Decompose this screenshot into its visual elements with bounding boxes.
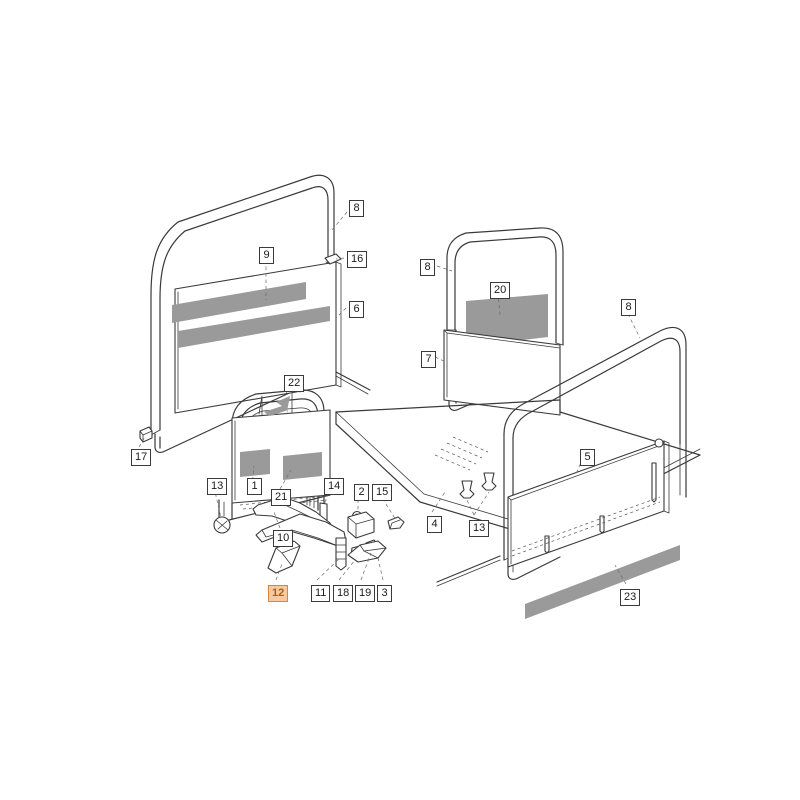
clip-16 bbox=[324, 253, 342, 265]
callout-22[interactable]: 22 bbox=[284, 375, 305, 392]
assembly-arrow-22 bbox=[264, 396, 290, 416]
callout-13[interactable]: 13 bbox=[207, 478, 228, 495]
callout-9[interactable]: 9 bbox=[259, 247, 274, 264]
decal-9 bbox=[172, 282, 306, 323]
decal-23 bbox=[525, 545, 680, 619]
callout-11[interactable]: 11 bbox=[311, 585, 331, 602]
callout-8[interactable]: 8 bbox=[621, 299, 636, 316]
rail-side-right bbox=[436, 326, 687, 587]
pedal-linkage bbox=[252, 496, 405, 574]
callout-7[interactable]: 7 bbox=[421, 351, 436, 368]
callout-18[interactable]: 18 bbox=[333, 585, 354, 602]
callout-20[interactable]: 20 bbox=[490, 282, 511, 299]
callout-14[interactable]: 14 bbox=[324, 478, 345, 495]
callout-12-selected[interactable]: 12 bbox=[268, 585, 289, 602]
caster-13-right-a bbox=[459, 480, 475, 499]
caster-13-right-b bbox=[481, 472, 497, 491]
callout-15[interactable]: 15 bbox=[372, 484, 393, 501]
panel-front-right-5 bbox=[507, 438, 670, 568]
callout-3[interactable]: 3 bbox=[377, 585, 392, 602]
decal-20 bbox=[466, 294, 548, 347]
panel-rear-right bbox=[443, 329, 561, 416]
callout-4[interactable]: 4 bbox=[427, 516, 442, 533]
callout-8[interactable]: 8 bbox=[349, 200, 364, 217]
callout-17[interactable]: 17 bbox=[131, 449, 152, 466]
callout-5[interactable]: 5 bbox=[580, 449, 595, 466]
caster-13-left bbox=[213, 516, 231, 534]
callout-8[interactable]: 8 bbox=[420, 259, 435, 276]
callout-16[interactable]: 16 bbox=[347, 251, 368, 268]
callout-13[interactable]: 13 bbox=[469, 520, 490, 537]
foot-cap-17 bbox=[139, 426, 153, 443]
callout-6[interactable]: 6 bbox=[349, 301, 364, 318]
callout-10[interactable]: 10 bbox=[273, 530, 294, 547]
rail-rear-right bbox=[446, 227, 564, 346]
callout-19[interactable]: 19 bbox=[355, 585, 376, 602]
callout-2[interactable]: 2 bbox=[354, 484, 369, 501]
panel-rear-left bbox=[174, 261, 342, 414]
callout-1[interactable]: 1 bbox=[247, 478, 262, 495]
callout-21[interactable]: 21 bbox=[271, 489, 292, 506]
callout-23[interactable]: 23 bbox=[620, 589, 641, 606]
